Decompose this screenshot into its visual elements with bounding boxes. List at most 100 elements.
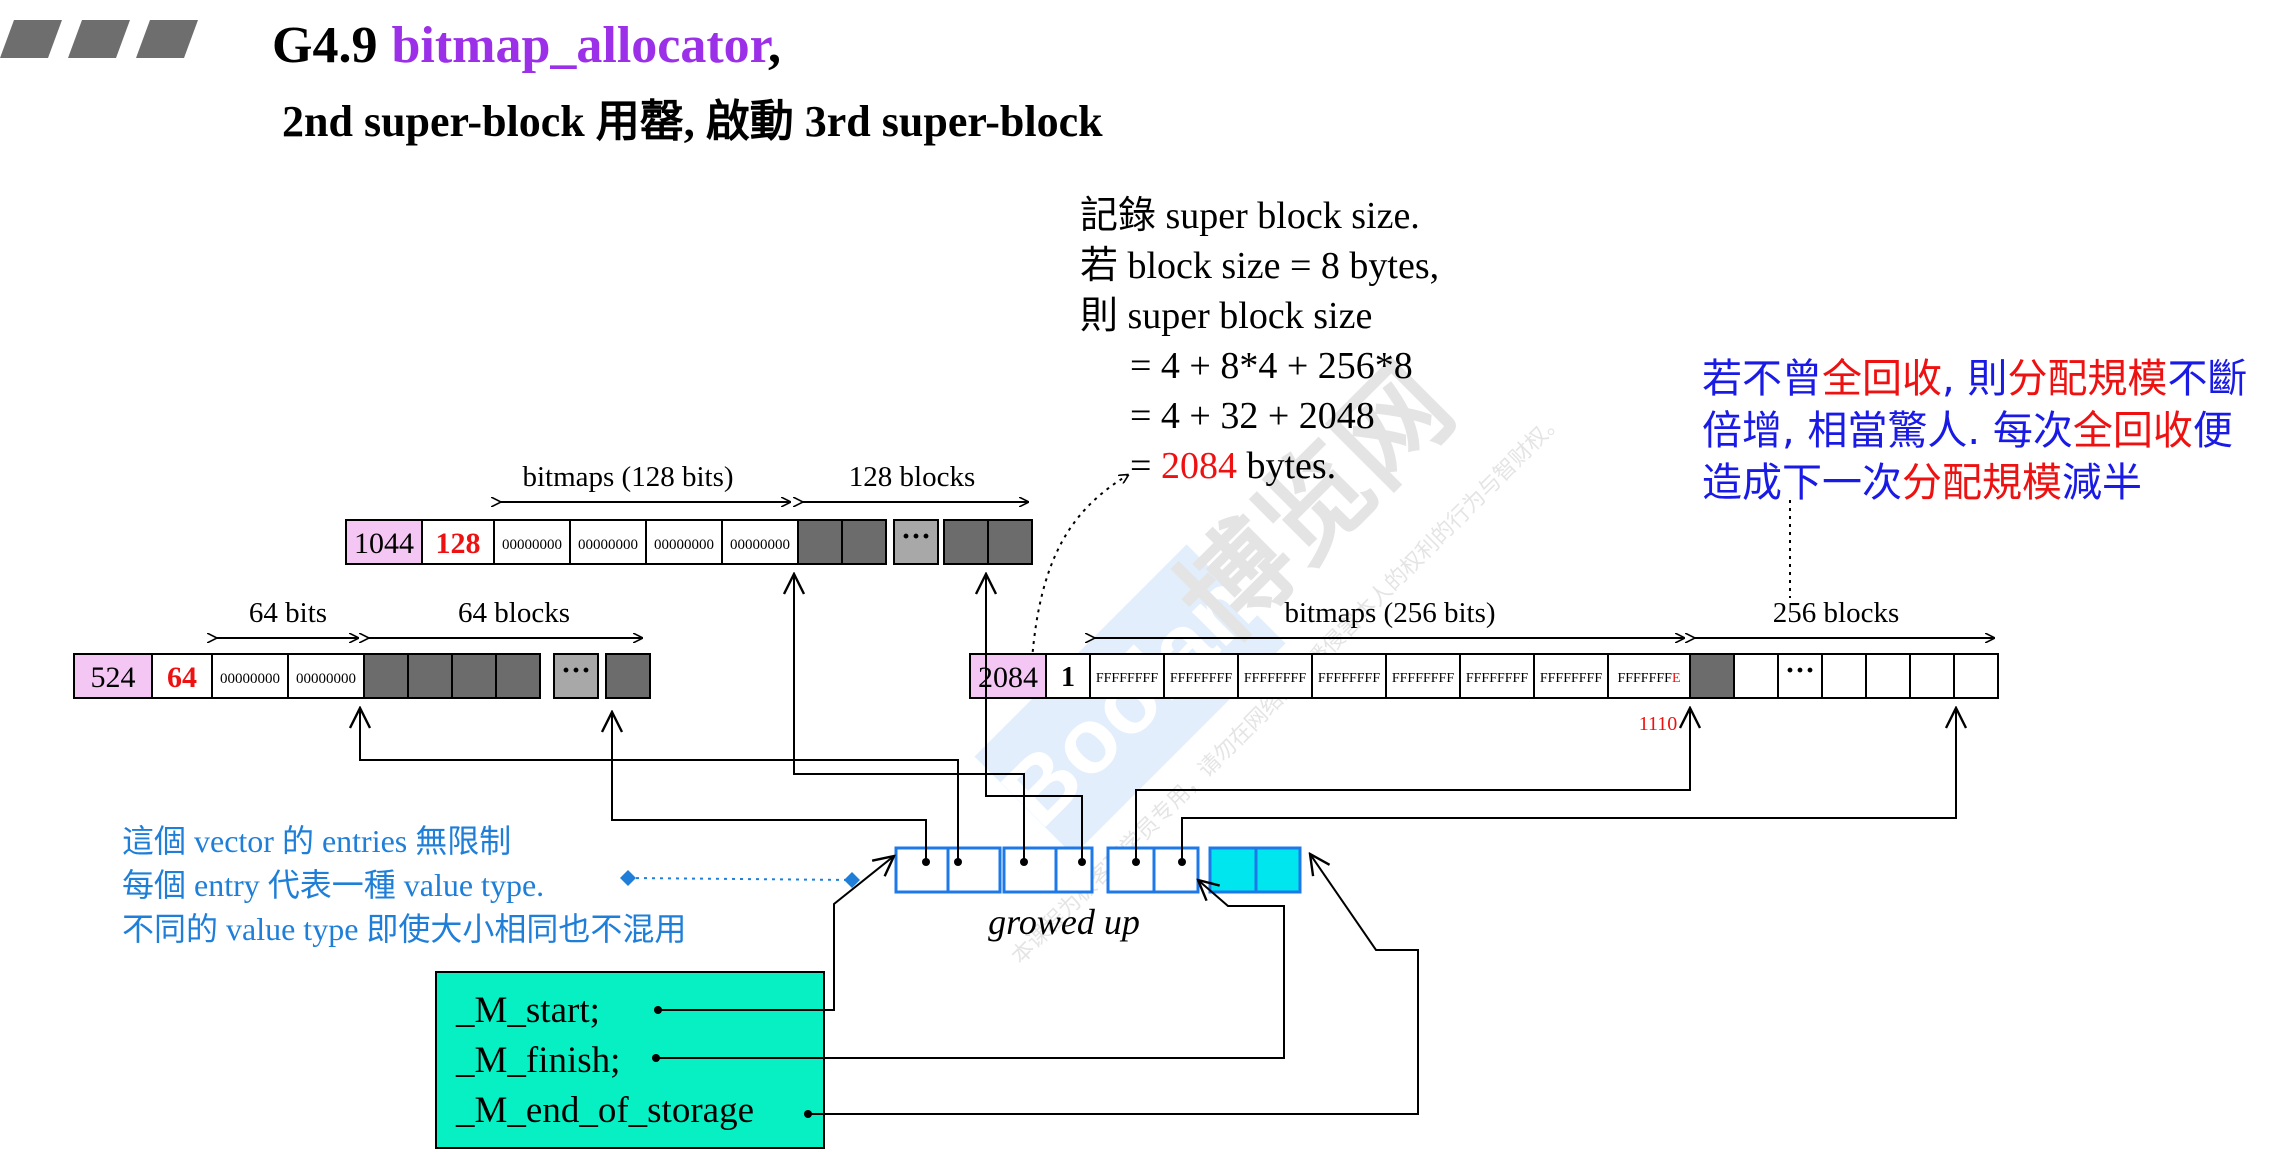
- used-block: [495, 653, 541, 699]
- bits-label: bitmaps (128 bits): [522, 461, 733, 493]
- vector-entry-cell: [1002, 846, 1058, 894]
- entry-arrow: [360, 708, 959, 862]
- entry-arrow: [794, 574, 1025, 862]
- block-size-value: 2084: [978, 661, 1038, 694]
- bitmap-value: FFFFFFFF: [1392, 671, 1455, 686]
- ellipsis: ···: [1785, 654, 1815, 687]
- member-start: _M_start;: [455, 990, 600, 1031]
- block-count-value: 1: [1061, 662, 1075, 693]
- data-blocks: ···: [363, 653, 651, 699]
- vector-capacity-cell: [1208, 846, 1258, 894]
- super-block-1: 524 64 00000000 00000000 ··· 64 bits 64 …: [73, 597, 651, 699]
- size-note-prefix: =: [1130, 445, 1161, 487]
- vector-entry-cell: [1106, 846, 1156, 894]
- header-stripe: [68, 20, 130, 58]
- bitmap-value: 00000000: [730, 537, 790, 553]
- member-arrows: [656, 854, 1419, 1115]
- blocks-label: 64 blocks: [458, 597, 570, 629]
- bitmap-last-suffix: E: [1672, 671, 1681, 686]
- growth-note-segment: 全回收: [1822, 356, 1942, 402]
- diamond-marker: [620, 870, 636, 886]
- members-box: [435, 971, 825, 1149]
- bitmap-value: FFFFFFFF: [1540, 671, 1603, 686]
- bitmap-last-prefix: FFFFFFF: [1617, 671, 1672, 686]
- growth-note-line: 若不曾全回收, 則分配規模不斷: [1702, 356, 2247, 402]
- used-block: [943, 519, 989, 565]
- vector-note-line: 每個 entry 代表一種 value type.: [122, 867, 544, 903]
- watermark-logo-tile: [974, 544, 1286, 856]
- free-block: [1733, 653, 1779, 699]
- growth-note-segment: 若不曾: [1702, 356, 1822, 402]
- size-note-line: = 4 + 8*4 + 256*8: [1130, 345, 1413, 387]
- growth-note-segment: 倍增, 相當驚人. 每次: [1702, 408, 2073, 454]
- block-count-value: 128: [436, 527, 481, 560]
- start-arrow: [658, 856, 894, 1011]
- bits-label: bitmaps (256 bits): [1284, 597, 1495, 629]
- free-block: [1865, 653, 1911, 699]
- vector-note-line: 這個 vector 的 entries 無限制: [122, 823, 511, 859]
- ellipsis-block: [893, 519, 939, 565]
- ellipsis-block: [553, 653, 599, 699]
- finish-arrow: [656, 880, 1285, 1059]
- diamond-marker: [844, 872, 860, 888]
- bitmap-value: 00000000: [220, 671, 280, 687]
- bitmap-value: 00000000: [578, 537, 638, 553]
- used-block: [451, 653, 497, 699]
- vector-members: _M_start; _M_finish; _M_end_of_storage: [435, 971, 825, 1149]
- used-block: [605, 653, 651, 699]
- bitmap-cell: [211, 653, 289, 699]
- vector-capacity-cell: [1254, 846, 1302, 894]
- vector-entry-cell: [894, 846, 950, 894]
- growth-note: 若不曾全回收, 則分配規模不斷 倍增, 相當驚人. 每次全回收便 造成下一次分配…: [1702, 356, 2247, 506]
- vector-entry-cell: [1152, 846, 1200, 894]
- used-block: [987, 519, 1033, 565]
- bitmap-value: FFFFFFFF: [1318, 671, 1381, 686]
- size-note-suffix: bytes.: [1237, 445, 1336, 487]
- data-blocks: ···: [1689, 653, 1999, 699]
- block-count-cell: [1045, 653, 1091, 699]
- block-size-cell: [73, 653, 153, 699]
- chapter-number: G4.9: [272, 17, 377, 74]
- size-note-line: 若 block size = 8 bytes,: [1080, 245, 1439, 287]
- entry-arrows: [360, 574, 1956, 862]
- block-size-cell: [345, 519, 423, 565]
- bits-label: 64 bits: [249, 597, 327, 629]
- vector-entry-cell: [1054, 846, 1094, 894]
- growth-note-segment: 減半: [2062, 460, 2142, 506]
- size-note-line: 記錄 super block size.: [1080, 195, 1420, 237]
- block-count-value: 64: [167, 661, 197, 694]
- header-stripe: [0, 20, 62, 58]
- growth-note-segment: 分配規模: [1902, 460, 2062, 506]
- size-note-line: 則 super block size: [1080, 295, 1372, 337]
- size-note-line: = 2084 bytes.: [1130, 445, 1336, 487]
- vector-note-pointer: [620, 870, 860, 888]
- bitmap-cells: 00000000 00000000 00000000 00000000: [493, 519, 799, 565]
- bitmap-value: 00000000: [502, 537, 562, 553]
- growth-note-segment: 全回收: [2073, 408, 2193, 454]
- entry-arrow: [612, 712, 927, 862]
- growth-note-line: 造成下一次分配規模減半: [1702, 460, 2142, 506]
- block-size-value: 524: [91, 661, 136, 694]
- bitmap-value: FFFFFFFF: [1170, 671, 1233, 686]
- free-block: [1909, 653, 1955, 699]
- bitmap-cell: [493, 519, 571, 565]
- vector-entries: growed up: [894, 846, 1302, 942]
- block-count-cell: [421, 519, 495, 565]
- blocks-label: 128 blocks: [849, 461, 975, 493]
- title-suffix: ,: [768, 17, 781, 74]
- bitmap-cell: [1163, 653, 1239, 699]
- used-block: [1689, 653, 1735, 699]
- size-note: 記錄 super block size. 若 block size = 8 by…: [1080, 195, 1439, 487]
- super-block-3: 2084 1 FFFFFFFF FFFFFFFF FFFFFFFF FFFFFF…: [969, 597, 1999, 735]
- bitmap-cell: [721, 519, 799, 565]
- size-note-line: = 4 + 32 + 2048: [1130, 395, 1375, 437]
- bitmap-value: FFFFFFFF: [1466, 671, 1529, 686]
- growth-note-segment: , 則: [1942, 356, 2007, 402]
- vector-entry-cell: [946, 846, 1002, 894]
- vector-note: 這個 vector 的 entries 無限制 每個 entry 代表一種 va…: [122, 823, 686, 947]
- super-block-2: 1044 128 00000000 00000000 00000000 0000…: [345, 461, 1033, 565]
- data-blocks: ···: [797, 519, 1033, 565]
- bitmap-cell: [1533, 653, 1609, 699]
